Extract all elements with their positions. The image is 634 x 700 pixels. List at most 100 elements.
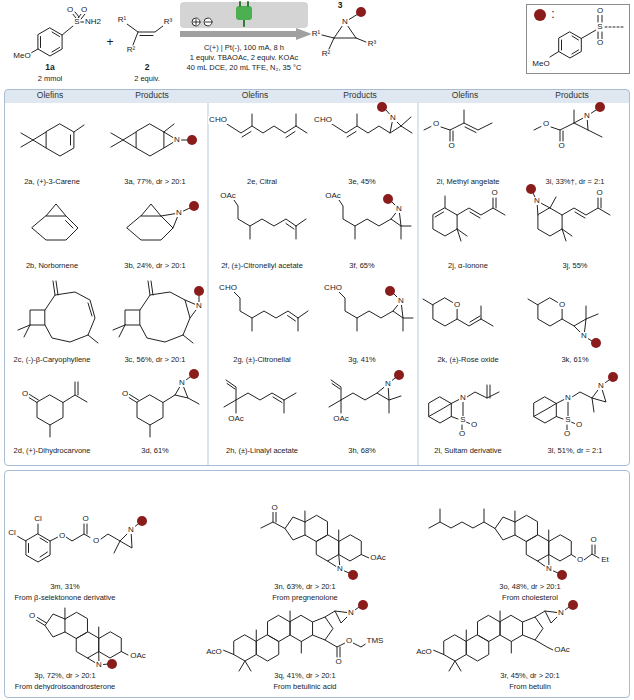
atom-label: O — [558, 301, 566, 309]
atom-label: S — [596, 23, 603, 31]
molecule-structure — [557, 570, 567, 580]
atom-label: O — [81, 515, 89, 523]
compound-caption: 2g, (±)-Citronellal — [233, 356, 290, 365]
atom-label: R¹ — [117, 16, 127, 24]
column-header: Olefins — [37, 91, 63, 101]
compound-caption: 3h, 68% — [348, 447, 376, 456]
atom-label: O — [121, 390, 129, 398]
atom-label: OAc — [219, 192, 237, 200]
atom-label: N — [597, 382, 605, 390]
atom-label: O — [447, 142, 455, 150]
sulfonamide-structure — [31, 12, 85, 56]
molecule-structure — [424, 110, 492, 141]
compound-caption: 2h, (±)-Linalyl acetate — [226, 447, 298, 456]
atom-label: N — [195, 302, 203, 310]
compound-caption: 3b, 24%, dr > 20:1 — [124, 262, 186, 271]
sulfonyl-legend-structure — [534, 9, 546, 21]
electrolysis-cell — [180, 28, 312, 40]
compound-caption: 3r, 45%, dr > 20:1 — [500, 672, 559, 681]
sulfonyl-legend-structure — [534, 9, 624, 58]
amount-text: 2 equiv. — [134, 75, 160, 84]
condition-text: 40 mL DCE, 20 mL TFE, N₂, 35 °C — [187, 64, 302, 73]
atom-label: AcO — [415, 648, 433, 656]
compound-caption: 3j, 55% — [562, 262, 587, 271]
molecule-structure — [234, 611, 333, 671]
molecule-structure — [444, 611, 543, 671]
molecule-structure — [358, 600, 368, 610]
molecule-structure — [495, 511, 571, 561]
molecule-structure — [433, 607, 569, 655]
compound-number: 2 — [145, 63, 150, 73]
molecule-structure — [187, 135, 197, 145]
atom-label: O — [453, 301, 461, 309]
molecule-structure — [18, 124, 204, 437]
atom-label: O — [557, 142, 565, 150]
atom-label: CHO — [208, 116, 228, 124]
compound-number: 3 — [338, 1, 343, 11]
atom-label: N — [347, 609, 355, 617]
electrolysis-cell — [240, 2, 248, 6]
compound-caption: 3o, 48%, dr > 20:1 — [499, 583, 561, 592]
atom-label: MeO — [531, 60, 550, 68]
sulfonamide-structure — [31, 12, 85, 56]
compound-caption: 2f, (±)-Citronellyl acetate — [221, 262, 303, 271]
symbol-label: + — [105, 36, 114, 48]
atom-label: OAc — [332, 415, 350, 423]
molecule-structure — [261, 512, 369, 573]
molecule-structure — [224, 102, 413, 413]
compound-caption: 2d, (+)-Dihydrocarvone — [14, 447, 91, 456]
atom-label: AcO — [205, 648, 223, 656]
electrolysis-cell — [194, 20, 199, 25]
atom-label: S — [73, 18, 80, 26]
atom-label: O — [596, 39, 604, 47]
molecule-structure — [595, 102, 605, 112]
aziridine-structure — [322, 14, 366, 49]
atom-label: N — [580, 332, 588, 340]
column-header: Products — [555, 91, 589, 101]
column-header: Products — [343, 91, 377, 101]
atom-label: N — [583, 112, 591, 120]
molecule-structure — [528, 298, 598, 341]
atom-label: O — [458, 430, 466, 438]
molecule-structure — [137, 516, 147, 526]
atom-label: O — [28, 612, 36, 620]
sulfonyl-legend-structure — [605, 27, 624, 28]
atom-label: O — [595, 189, 603, 197]
atom-label: O — [589, 536, 597, 544]
atom-label: O — [576, 556, 584, 564]
legend-box: :MeOOSO — [526, 4, 630, 74]
molecule-structure — [285, 511, 361, 561]
atom-label: R³ — [163, 18, 173, 26]
atom-label: O — [334, 658, 342, 666]
molecule-structure — [113, 281, 199, 343]
atom-label: Cl — [7, 529, 17, 537]
molecule-structure — [127, 204, 190, 240]
compound-caption: 3a, 77%, dr > 20:1 — [124, 178, 186, 187]
compound-caption: 2k, (±)-Rose oxide — [437, 356, 498, 365]
compound-caption: 3d, 61% — [141, 447, 169, 456]
atom-label: OAc — [553, 646, 571, 654]
olefin-panel: OlefinsProductsOlefinsProductsOlefinsPro… — [4, 89, 630, 466]
molecule-structure — [329, 378, 401, 413]
molecule-structure — [383, 194, 393, 204]
atom-label: S — [459, 416, 466, 424]
atom-label: N — [459, 394, 467, 402]
molecule-structure — [234, 292, 308, 331]
olefin-structure — [127, 24, 163, 45]
aziridine-structure — [356, 7, 366, 17]
atom-label: N — [178, 379, 186, 387]
electrolysis-cell — [180, 2, 308, 28]
compound-caption: 2e, Citral — [247, 178, 277, 187]
atom-label: O — [92, 537, 100, 545]
atom-label: O — [563, 430, 571, 438]
atom-label: OAc — [129, 652, 147, 660]
molecule-structure — [224, 380, 296, 413]
panel-header-band — [208, 103, 418, 465]
atom-label: N — [341, 18, 349, 26]
molecule-structure — [394, 370, 404, 380]
molecule-structure — [17, 509, 599, 671]
atom-label: O — [575, 421, 583, 429]
molecule-structure — [339, 292, 413, 331]
electrolysis-cell — [206, 22, 211, 23]
molecule-structure — [339, 200, 411, 239]
